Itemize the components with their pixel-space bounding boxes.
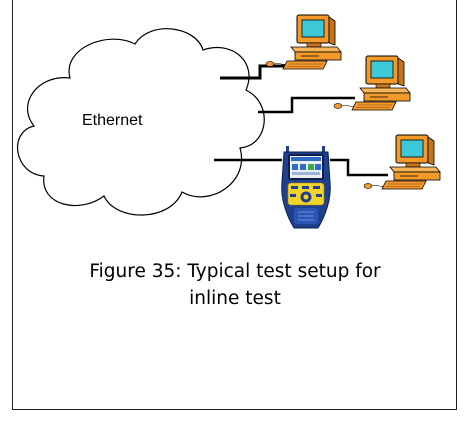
cable-tester-to-pc-3 <box>330 158 388 177</box>
computer-icon <box>282 14 342 70</box>
cable-pc-1 <box>220 64 295 80</box>
ethernet-cloud-icon <box>17 28 265 216</box>
caption-line-2: inline test <box>189 288 281 309</box>
mouse-icon <box>265 61 275 67</box>
mouse-icon <box>333 103 343 109</box>
mouse-icon <box>363 183 373 189</box>
network-tester-icon <box>281 146 331 229</box>
cable-pc-2 <box>258 96 355 114</box>
caption-line-1: Figure 35: Typical test setup for <box>89 261 381 282</box>
computer-icon <box>381 134 441 190</box>
ethernet-label: Ethernet <box>82 112 143 129</box>
figure-caption: Figure 35: Typical test setup for inline… <box>20 258 450 312</box>
computer-icon <box>351 55 411 111</box>
